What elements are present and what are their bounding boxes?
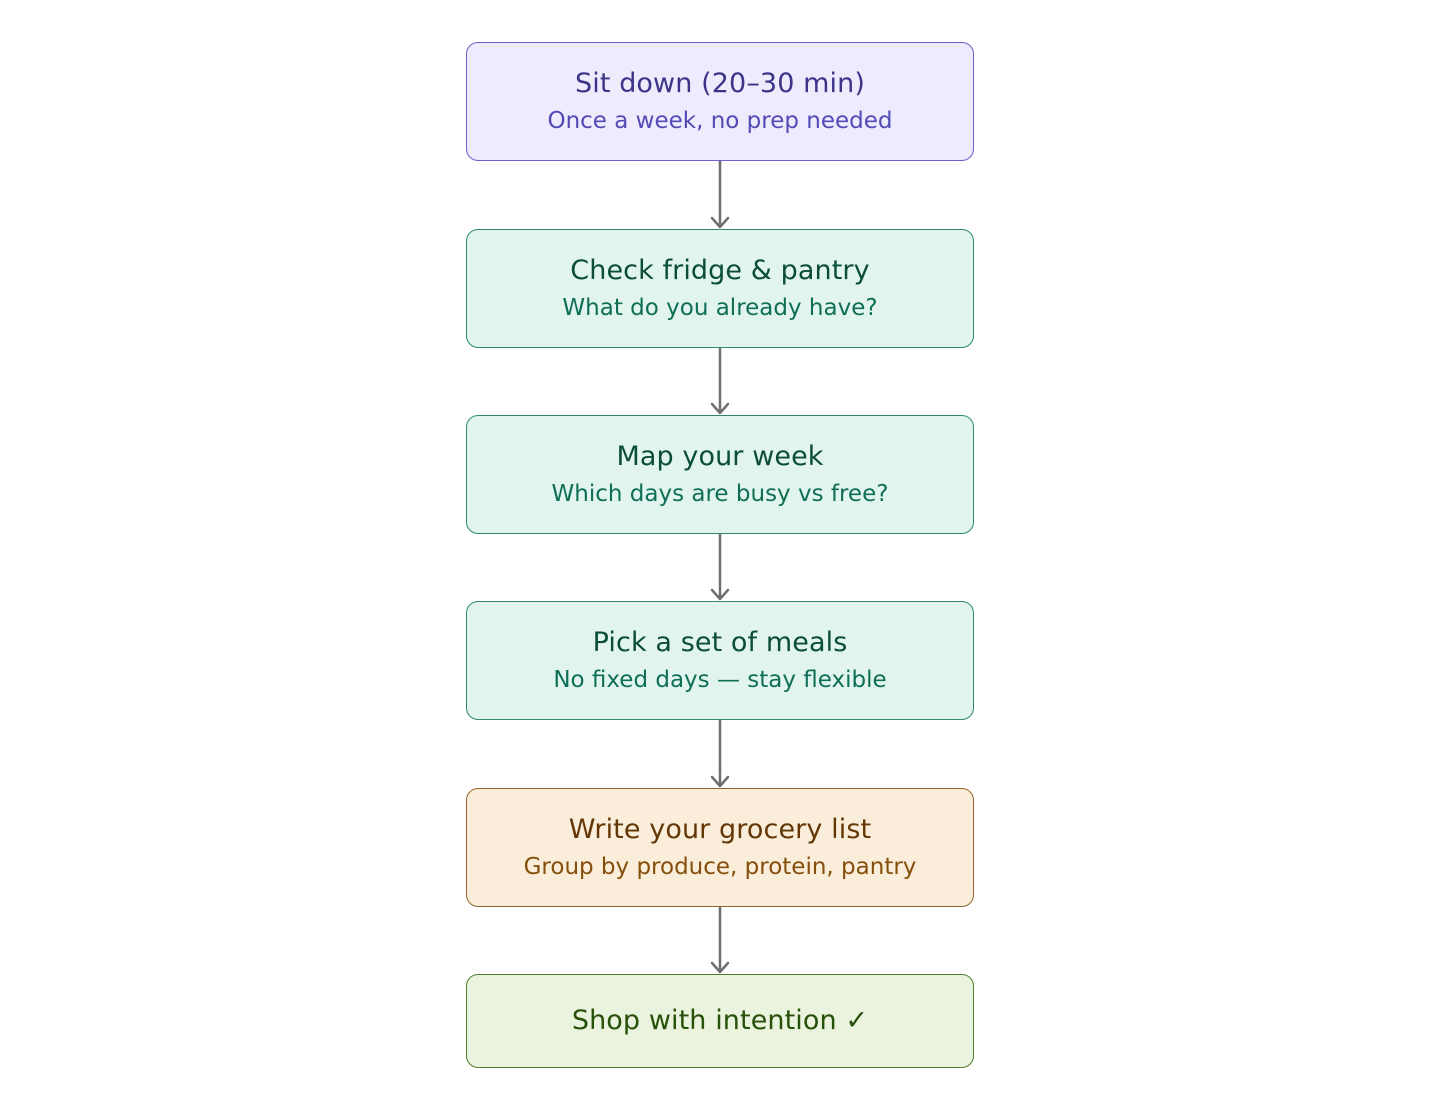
step-grocery-list: Write your grocery list Group by produce…: [466, 788, 974, 907]
step-subtitle: What do you already have?: [562, 295, 878, 321]
arrow-down-icon: [710, 720, 730, 788]
step-title: Sit down (20–30 min): [574, 68, 866, 99]
arrow-down-icon: [710, 348, 730, 415]
step-sit-down: Sit down (20–30 min) Once a week, no pre…: [466, 42, 974, 161]
step-title: Check fridge & pantry: [570, 255, 870, 286]
arrow-down-icon: [710, 907, 730, 974]
step-subtitle: No fixed days — stay flexible: [553, 667, 887, 693]
arrow-down-icon: [710, 534, 730, 601]
arrow-down-icon: [710, 161, 730, 229]
step-pick-meals: Pick a set of meals No fixed days — stay…: [466, 601, 974, 720]
step-shop: Shop with intention ✓: [466, 974, 974, 1068]
step-title: Write your grocery list: [568, 814, 872, 845]
step-subtitle: Once a week, no prep needed: [547, 108, 893, 134]
step-title: Shop with intention ✓: [571, 1005, 869, 1036]
step-subtitle: Group by produce, protein, pantry: [523, 854, 917, 880]
step-map-week: Map your week Which days are busy vs fre…: [466, 415, 974, 534]
step-title: Map your week: [616, 441, 824, 472]
step-subtitle: Which days are busy vs free?: [551, 481, 889, 507]
step-check-fridge: Check fridge & pantry What do you alread…: [466, 229, 974, 348]
step-title: Pick a set of meals: [592, 627, 848, 658]
